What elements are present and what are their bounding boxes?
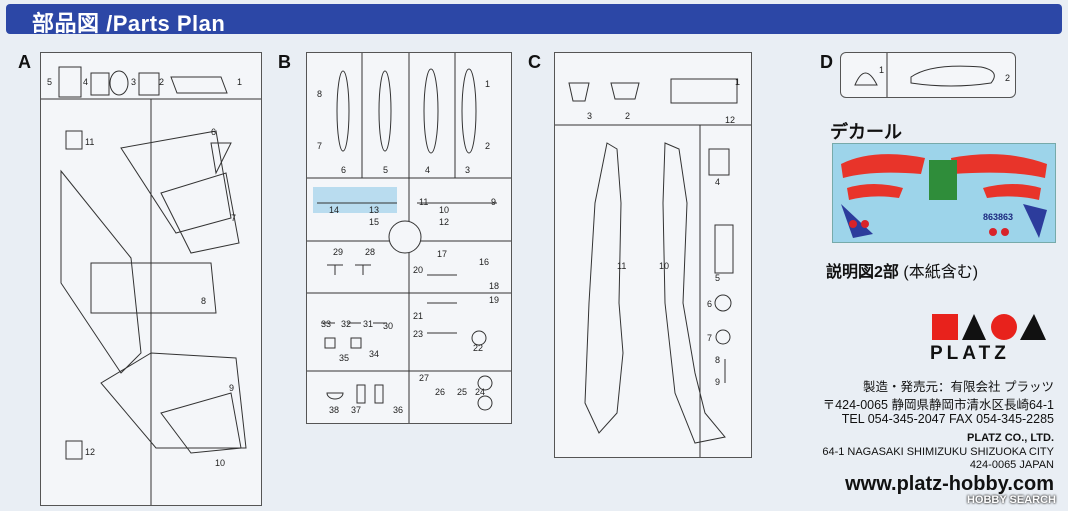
sprue-d-frame: 1 2 [840,52,1016,98]
part-b2: 2 [485,141,491,151]
sprue-a-letter: A [18,52,31,72]
sprue-d-letter: D [820,52,833,72]
company-en-name: PLATZ CO., LTD. [967,432,1054,444]
company-tel-fax: TEL 054-345-2047 FAX 054-345-2285 [841,412,1054,426]
part-b31: 31 [363,319,374,329]
sprue-a-frame: 1 2 3 4 5 6 7 8 9 10 11 12 [40,52,262,506]
part-d2: 2 [1005,73,1011,83]
part-a3: 3 [131,77,137,87]
part-a1: 1 [237,77,243,87]
part-b16: 16 [479,257,490,267]
part-a4: 4 [83,77,89,87]
part-b35: 35 [339,353,350,363]
part-b34: 34 [369,349,380,359]
section-header: 部品図 /Parts Plan [6,4,1062,36]
part-b3: 3 [465,165,471,175]
part-b4: 4 [425,165,431,175]
part-a7: 7 [231,213,237,223]
watermark: HOBBY SEARCH [966,494,1056,506]
part-c7: 7 [707,333,713,343]
part-b5: 5 [383,165,389,175]
part-b8: 8 [317,89,323,99]
part-b1: 1 [485,79,491,89]
part-a5: 5 [47,77,53,87]
part-b11: 11 [419,197,429,207]
part-b30: 30 [383,321,394,331]
part-b27: 27 [419,373,430,383]
part-c8: 8 [715,355,721,365]
brand-name: PLATZ [930,343,1010,364]
part-a8: 8 [201,296,207,306]
part-a9: 9 [229,383,235,393]
part-b28: 28 [365,247,376,257]
decal-artwork [841,154,1047,238]
part-a12: 12 [85,447,96,457]
part-b18: 18 [489,281,500,291]
sprue-c-drawing [555,78,751,457]
part-b20: 20 [413,265,424,275]
website-link[interactable]: www.platz-hobby.com [845,473,1054,495]
instructions-count: 説明図2部 [826,264,899,281]
part-b29: 29 [333,247,344,257]
part-b17: 17 [437,249,448,259]
company-jp-name: 製造・発売元：有限会社 プラッツ [863,380,1054,394]
part-b38: 38 [329,405,340,415]
part-b22: 22 [473,343,484,353]
company-en-address-2: 424-0065 JAPAN [969,459,1054,471]
part-b32: 32 [341,319,352,329]
part-a10: 10 [215,458,226,468]
part-b14: 14 [329,205,340,215]
part-a11: 11 [85,137,95,147]
instructions-note: 説明図2部 (本紙含む) [826,258,978,282]
decal-serial: 863863 [983,212,1014,222]
part-c12: 12 [725,115,736,125]
decal-sheet: 863863 [832,143,1056,243]
section-title: 部品図 /Parts Plan [32,11,226,36]
part-c3: 3 [587,111,593,121]
sprue-b-frame: 1 2 3 4 5 6 7 8 9 10 11 12 13 14 15 16 1… [306,52,512,424]
instructions-included: (本紙含む) [903,264,979,281]
part-c6: 6 [707,299,713,309]
part-b13: 13 [369,205,380,215]
part-b36: 36 [393,405,404,415]
sprue-b-letter: B [278,52,291,72]
part-a6: 6 [211,127,217,137]
company-en-address-1: 64-1 NAGASAKI SHIMIZUKU SHIZUOKA CITY [822,446,1054,458]
part-b15: 15 [369,217,380,227]
part-b24: 24 [475,387,486,397]
part-c1: 1 [735,77,741,87]
part-b26: 26 [435,387,446,397]
part-c2: 2 [625,111,631,121]
part-c10: 10 [659,261,670,271]
platz-logo-icon [932,314,1046,340]
part-b6: 6 [341,165,347,175]
part-b12: 12 [439,217,450,227]
part-a2: 2 [159,77,165,87]
sprue-d-drawing [854,53,995,97]
part-c4: 4 [715,177,721,187]
sprue-b-drawing [307,53,511,423]
part-b23: 23 [413,329,424,339]
part-c5: 5 [715,273,721,283]
part-b33: 33 [321,319,332,329]
part-c11: 11 [617,261,627,271]
part-b25: 25 [457,387,468,397]
part-b37: 37 [351,405,362,415]
part-b21: 21 [413,311,424,321]
part-b10: 10 [439,205,450,215]
sprue-c-letter: C [528,52,541,72]
sprue-c-frame: 1 2 3 4 5 6 7 8 9 10 11 12 [554,52,752,458]
decal-title: デカール [830,122,902,142]
part-b7: 7 [317,141,323,151]
part-d1: 1 [879,65,885,75]
part-c9: 9 [715,377,721,387]
part-b9: 9 [491,197,497,207]
part-b19: 19 [489,295,500,305]
company-jp-address: 〒424-0065 静岡県静岡市清水区長崎64-1 [822,398,1054,412]
sprue-a-drawing [41,66,261,505]
